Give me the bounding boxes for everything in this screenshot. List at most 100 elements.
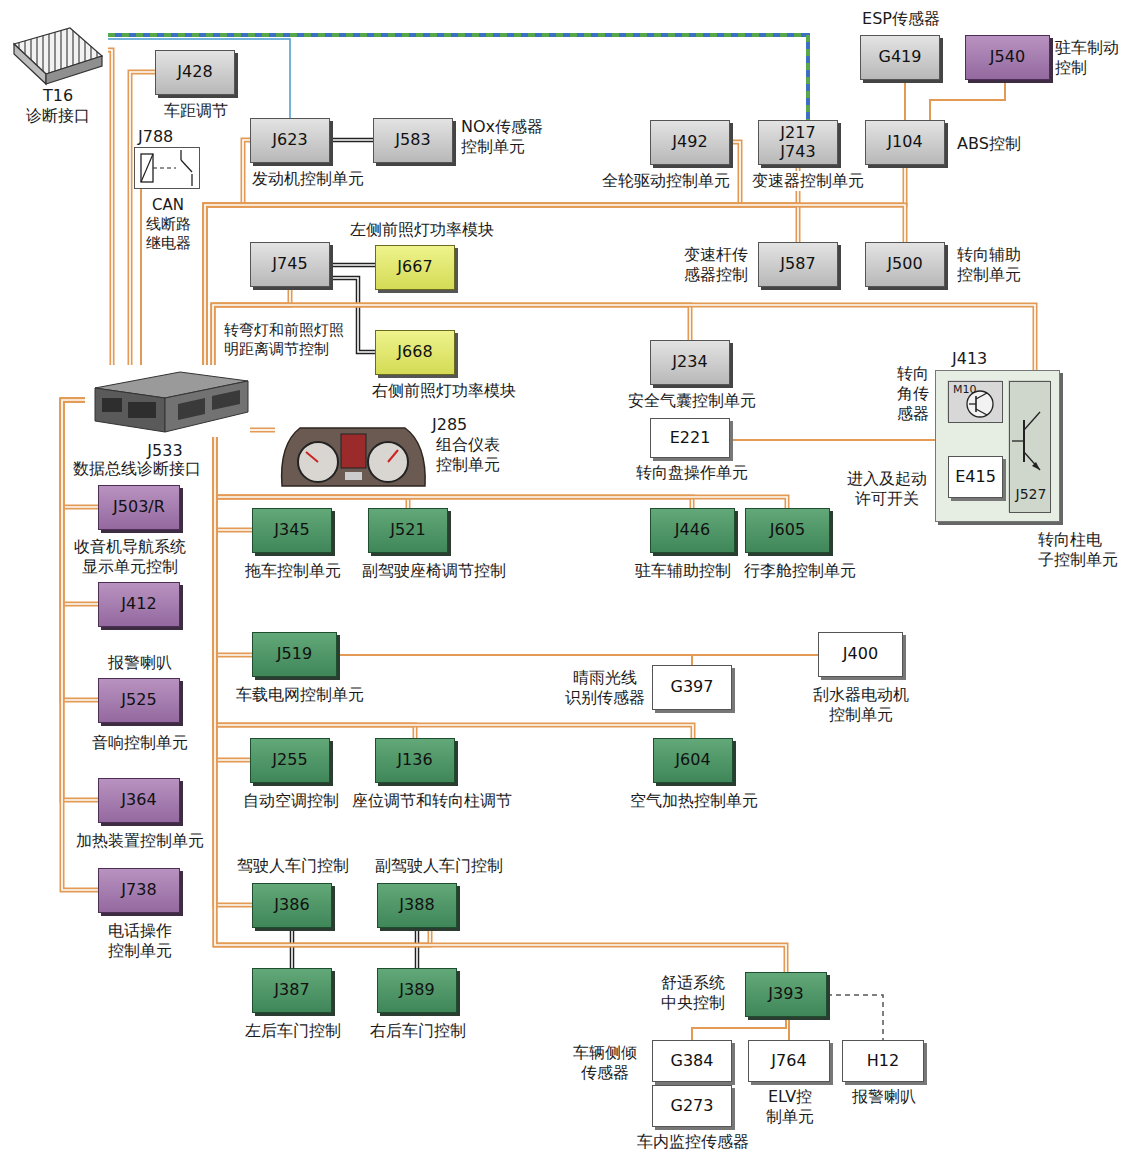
wire [250, 428, 275, 433]
unit-code: J583 [380, 119, 446, 162]
wire [215, 437, 415, 738]
unit-label: 驾驶人车门控制 [233, 856, 353, 876]
wire [215, 437, 252, 655]
control-unit-box: J387左后车门控制 [252, 968, 332, 1013]
wire [205, 165, 798, 365]
unit-code: J234 [657, 341, 723, 384]
unit-code: J667 [382, 246, 448, 289]
unit-code: J136 [382, 739, 448, 782]
control-unit-box: J428车距调节 [155, 50, 235, 95]
unit-code: G273 [659, 1086, 725, 1126]
unit-label: 变速器控制单元 [751, 171, 871, 191]
bus-connector [108, 50, 112, 365]
wire [108, 35, 808, 120]
bus-connector [108, 35, 808, 120]
bus-connector [330, 140, 373, 141]
wire [213, 305, 1035, 370]
wire [330, 263, 375, 268]
bus-connector [62, 400, 98, 507]
wire [215, 437, 252, 655]
unit-label: 转弯灯和前照灯照 明距离调节控制 [223, 321, 349, 359]
unit-code: J533 [135, 441, 195, 461]
illustrated-unit: J533数据总线诊断接口 [85, 365, 250, 437]
wire [215, 437, 252, 530]
unit-code: J503/R [105, 486, 173, 529]
unit-label: 转向柱电 子控制单元 [1037, 530, 1123, 570]
wire [108, 35, 808, 120]
bus-connector [827, 995, 883, 1040]
wire [215, 437, 415, 738]
unit-label: 左侧前照灯功率模块 [349, 220, 499, 240]
unit-label: 座位调节和转向柱调节 [351, 791, 519, 811]
control-unit-box: G397晴雨光线 识别传感器 [652, 665, 732, 710]
unit-label: 电话操作 控制单元 [99, 921, 181, 961]
control-unit-box: J364加热装置控制单元 [98, 778, 180, 823]
control-unit-box: J500转向辅助 控制单元 [865, 242, 945, 287]
steering-column-panel [935, 370, 1060, 522]
control-unit-box: J668右侧前照灯功率模块 [375, 330, 455, 375]
bus-connector [692, 1017, 786, 1040]
unit-code: J521 [375, 509, 441, 552]
t16-connector [14, 28, 102, 84]
control-unit-box: J521副驾驶座椅调节控制 [368, 508, 448, 553]
bus-connector [215, 437, 693, 738]
wire [205, 165, 798, 365]
control-unit-box: J604空气加热控制单元 [653, 738, 733, 783]
unit-code: J492 [657, 121, 723, 164]
unit-code: J393 [752, 973, 820, 1016]
unit-code: J387 [259, 969, 325, 1012]
illustrated-unit: T16 诊断接口 [8, 18, 108, 126]
control-unit-box: J393舒适系统 中央控制 [745, 972, 827, 1017]
unit-code: T16 诊断接口 [14, 86, 102, 126]
unit-code: J668 [382, 331, 448, 374]
bus-connector [337, 655, 818, 656]
unit-label: 空气加热控制单元 [624, 791, 764, 811]
unit-code: J764 [755, 1041, 823, 1081]
unit-label: 报警喇叭 [99, 653, 181, 673]
unit-code: J412 [105, 583, 173, 626]
unit-label: 左后车门控制 [237, 1021, 349, 1041]
wire [330, 138, 373, 143]
unit-label: 晴雨光线 识别传感器 [561, 668, 649, 708]
control-unit-box: G384车辆侧倾 传感器 [652, 1040, 732, 1082]
wire [330, 139, 373, 141]
unit-label: 收音机导航系统 显示单元控制 [69, 537, 191, 577]
control-unit-box: J540驻车制动 控制 [965, 35, 1050, 80]
unit-code: G384 [659, 1041, 725, 1081]
control-unit-box: J527转向柱电 子控制单元 [1009, 381, 1051, 513]
bus-connector [337, 655, 692, 665]
instrument-cluster [282, 428, 426, 486]
bus-connector [905, 80, 906, 120]
wire [140, 189, 142, 365]
wire [215, 437, 250, 760]
bus-connector [930, 80, 1005, 120]
unit-label: 刮水器电动机 控制单元 [807, 685, 915, 725]
unit-code: J364 [105, 779, 173, 822]
unit-label: 舒适系统 中央控制 [650, 973, 736, 1013]
unit-code: G397 [659, 666, 725, 709]
bus-connector [215, 437, 252, 905]
unit-code: J104 [872, 121, 938, 164]
bus-connector [215, 437, 252, 530]
unit-code: J605 [752, 509, 823, 552]
unit-label: ESP传感器 [849, 9, 953, 29]
wire [205, 165, 905, 365]
wire [108, 50, 112, 365]
unit-label: 驻车辅助控制 [631, 561, 735, 581]
control-unit-box: J386驾驶人车门控制 [252, 883, 332, 928]
unit-code: J525 [105, 679, 173, 722]
bus-connector [789, 1017, 790, 1040]
unit-code: J217 J743 [765, 121, 831, 164]
wire [62, 400, 98, 507]
unit-label: ELV控 制单元 [761, 1087, 819, 1127]
control-unit-box: M10转向 角传 感器 [948, 381, 1003, 423]
unit-label: 进入及起动 许可开关 [844, 469, 930, 509]
wire [205, 165, 905, 365]
control-unit-box: J623发动机控制单元 [250, 118, 330, 163]
unit-code: J386 [259, 884, 325, 927]
bus-connector [205, 205, 905, 365]
unit-label: 车载电网控制单元 [233, 685, 367, 705]
